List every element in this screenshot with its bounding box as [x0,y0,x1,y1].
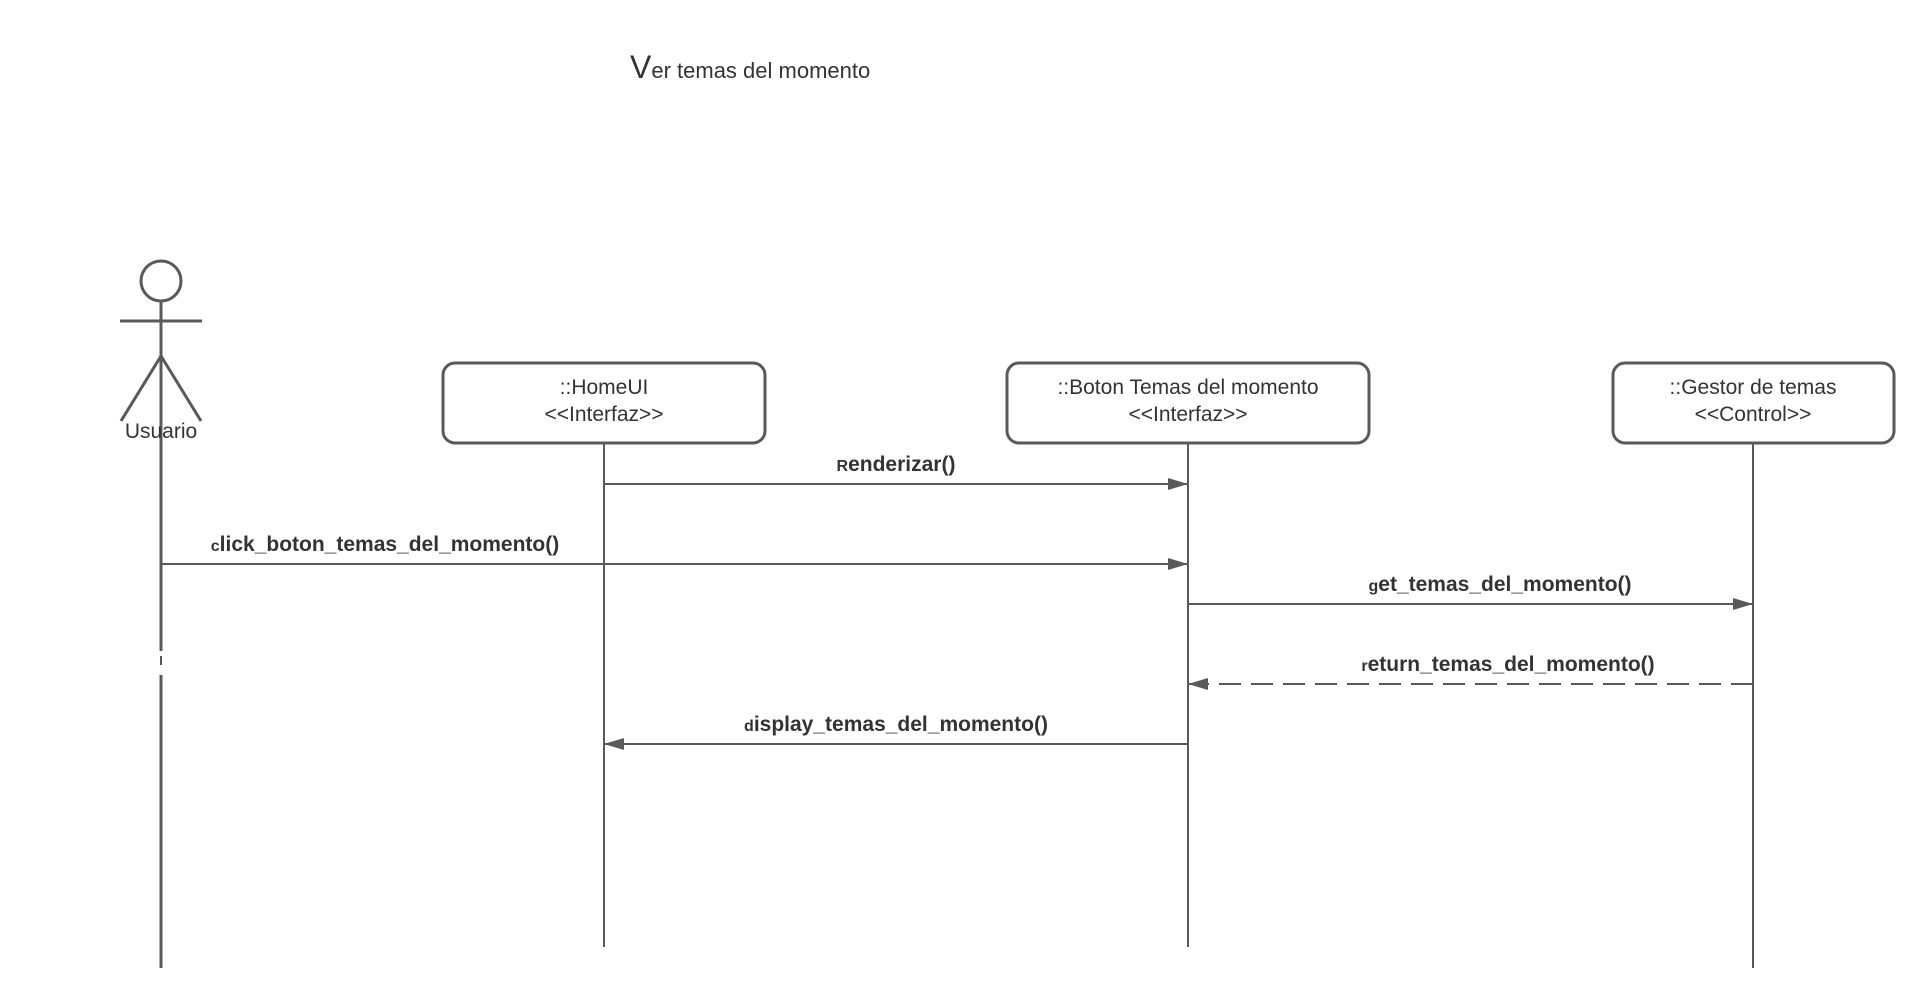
message-return-temas: return_temas_del_momento() [1188,653,1753,690]
message-click-boton-rest: lick_boton_temas_del_momento() [220,533,560,556]
message-click-boton-initial: c [211,538,220,555]
lifeline-homeui-stereotype: <<Interfaz>> [544,403,663,426]
message-renderizar-label: Renderizar() [837,453,956,476]
message-get-temas-rest: et_temas_del_momento() [1378,573,1631,596]
lifeline-boton-name: ::Boton Temas del momento [1057,376,1318,399]
actor-usuario [119,259,203,422]
message-click-boton-label: click_boton_temas_del_momento() [211,533,560,556]
lifeline-boton-box [1005,361,1371,445]
lifeline-homeui-name: ::HomeUI [560,376,649,399]
lifeline-gestor: ::Gestor de temas <<Control>> [1611,361,1896,968]
diagram-title-rest: er temas del momento [651,58,870,83]
message-get-temas-initial: g [1368,578,1378,595]
lifeline-gestor-box [1611,361,1896,445]
message-display-temas-initial: d [744,718,754,735]
actor-left-leg [119,355,163,422]
message-return-temas-label: return_temas_del_momento() [1361,653,1654,676]
message-display-temas-label: display_temas_del_momento() [744,713,1048,736]
actor-head [139,259,183,303]
message-renderizar-initial: R [837,458,849,475]
message-display-temas: display_temas_del_momento() [604,713,1188,750]
actor-label: Usuario [125,420,197,443]
message-renderizar: Renderizar() [604,453,1188,490]
diagram-title: Ver temas del momento [630,49,870,85]
message-return-temas-rest: eturn_temas_del_momento() [1368,653,1655,676]
message-return-temas-initial: r [1361,658,1367,675]
lifeline-homeui-box [441,361,767,445]
lifeline-boton: ::Boton Temas del momento <<Interfaz>> [1005,361,1371,947]
lifeline-boton-stereotype: <<Interfaz>> [1128,403,1247,426]
message-get-temas: get_temas_del_momento() [1188,573,1753,610]
lifeline-homeui: ::HomeUI <<Interfaz>> [441,361,767,947]
lifeline-gestor-stereotype: <<Control>> [1695,403,1812,426]
message-get-temas-label: get_temas_del_momento() [1368,573,1631,596]
diagram-title-initial: V [630,49,652,85]
actor-right-leg [159,355,203,422]
lifeline-gestor-name: ::Gestor de temas [1670,376,1837,399]
message-click-boton: click_boton_temas_del_momento() [161,533,1188,570]
message-renderizar-rest: enderizar() [848,453,955,476]
message-display-temas-rest: isplay_temas_del_momento() [754,713,1048,736]
